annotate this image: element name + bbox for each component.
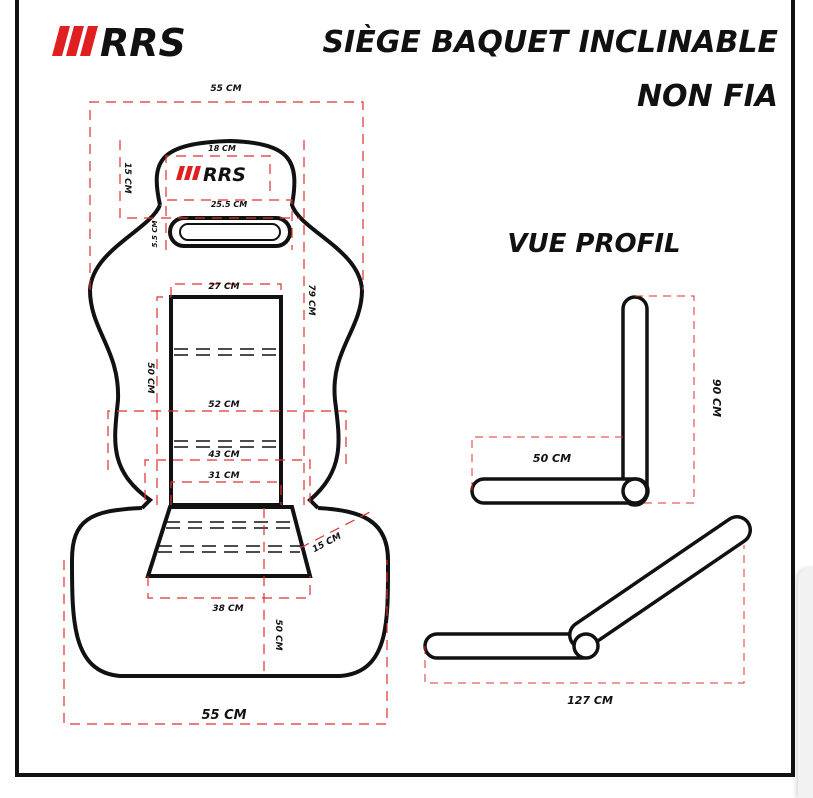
brand-name: RRS (100, 21, 186, 65)
profile-title: VUE PROFIL (507, 229, 680, 259)
profile-reclined: 127 CM (423, 515, 752, 707)
svg-text:55 CM: 55 CM (201, 708, 246, 723)
seat-back-outline (87, 138, 365, 510)
logo-bar-icon (80, 26, 98, 56)
overlay-side-panel (798, 568, 813, 798)
front-view: RRS 55 CM 1 (63, 84, 391, 725)
svg-text:15 CM: 15 CM (311, 531, 343, 555)
seat-cushion-outline (69, 506, 391, 678)
svg-text:50 CM: 50 CM (273, 619, 283, 650)
logo-bar-icon (52, 26, 70, 56)
svg-text:31 CM: 31 CM (208, 471, 239, 481)
headrest-logo: RRS (203, 164, 246, 186)
title-line1: SIÈGE BAQUET INCLINABLE (322, 24, 778, 60)
svg-text:55 CM: 55 CM (210, 84, 241, 94)
svg-text:5.5 CM: 5.5 CM (151, 221, 159, 248)
svg-text:25.5 CM: 25.5 CM (211, 200, 247, 209)
diagram-frame (15, 0, 795, 777)
svg-text:38 CM: 38 CM (212, 604, 243, 614)
svg-text:90 CM: 90 CM (710, 379, 723, 417)
harness-slot (168, 216, 292, 248)
svg-text:52 CM: 52 CM (208, 400, 239, 410)
profile-upright: 50 CM 90 CM (470, 295, 723, 507)
svg-text:79 CM: 79 CM (306, 284, 316, 315)
svg-text:15 CM: 15 CM (122, 162, 132, 193)
svg-text:127 CM: 127 CM (567, 694, 613, 707)
seat-panel (145, 505, 313, 578)
svg-text:27 CM: 27 CM (208, 282, 239, 292)
brand-logo: RRS (52, 21, 186, 65)
svg-text:50 CM: 50 CM (145, 362, 155, 393)
logo-bar-icon (66, 26, 84, 56)
svg-text:50 CM: 50 CM (533, 452, 571, 465)
title-line2: NON FIA (637, 79, 778, 114)
svg-text:43 CM: 43 CM (207, 450, 239, 460)
svg-text:18 CM: 18 CM (208, 144, 236, 153)
